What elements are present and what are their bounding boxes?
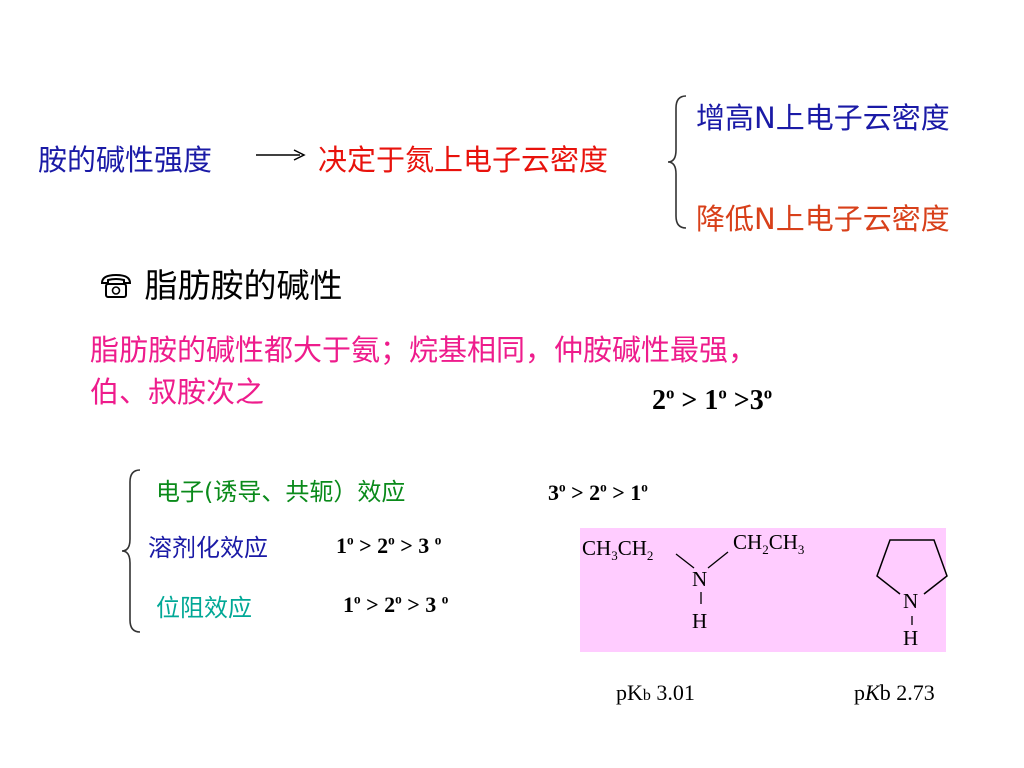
order-steric-a: 1 — [343, 592, 354, 617]
factor-electronic: 电子(诱导、共轭）效应 — [156, 478, 406, 506]
section-desc-line2: 伯、叔胺次之 — [90, 375, 265, 409]
branch-up-label: 增高N上电子云密度 — [696, 95, 950, 137]
degree-mark: o — [441, 591, 449, 607]
degree-mark: o — [395, 591, 402, 607]
factor-steric: 位阻效应 — [156, 594, 252, 622]
order-solvation: 1o > 2o > 3 o — [336, 533, 441, 559]
order-steric-c: > 3 — [401, 592, 442, 617]
order-main: 2o > 1o >3o — [652, 385, 772, 417]
degree-mark: o — [718, 383, 727, 403]
degree-mark: o — [600, 479, 607, 495]
order-electronic-c: > 1 — [606, 480, 642, 505]
branch-down-label: 降低N上电子云密度 — [696, 196, 950, 238]
order-solvation-a: 1 — [336, 533, 347, 558]
pkb-diethylamine: pKb 3.01 — [616, 680, 695, 705]
degree-mark: o — [559, 479, 566, 495]
pkb-pyrrolidine: pKb 2.73 — [854, 680, 935, 705]
diethylamine-left-group: CH3CH2 — [582, 536, 654, 564]
degree-mark: o — [641, 479, 648, 495]
diethylamine-n: N — [692, 567, 708, 591]
order-main-op1: > 1 — [674, 385, 719, 416]
diethylamine-h: H — [692, 609, 708, 633]
order-electronic: 3o > 2o > 1o — [548, 480, 648, 506]
degree-mark: o — [763, 383, 773, 403]
order-electronic-b: > 2 — [565, 480, 601, 505]
pyrrolidine-ring — [876, 539, 948, 625]
section-heading: 脂肪胺的碱性 — [98, 259, 343, 307]
order-main-a: 2 — [652, 385, 666, 416]
degree-mark: o — [666, 383, 675, 403]
order-solvation-b: > 2 — [353, 533, 389, 558]
section-desc-line1: 脂肪胺的碱性都大于氨；烷基相同，仲胺碱性最强， — [90, 333, 758, 367]
right-arrow-icon — [256, 149, 306, 161]
pyrrolidine-h: H — [903, 626, 919, 650]
order-electronic-a: 3 — [548, 480, 559, 505]
degree-mark: o — [388, 532, 395, 548]
brace-icon-factors — [121, 469, 141, 633]
order-steric: 1o > 2o > 3 o — [343, 592, 448, 618]
order-steric-b: > 2 — [360, 592, 396, 617]
pyrrolidine-n: N — [903, 589, 919, 613]
diethylamine-bonds — [675, 551, 729, 604]
brace-icon-top — [667, 95, 687, 229]
factor-solvation: 溶剂化效应 — [148, 534, 268, 562]
degree-mark: o — [434, 532, 442, 548]
order-solvation-c: > 3 — [394, 533, 435, 558]
middle-label: 决定于氮上电子云密度 — [318, 143, 609, 177]
branch-up-text: 增高N上电子云密度 — [696, 101, 950, 135]
telephone-icon — [100, 273, 132, 298]
left-label: 胺的碱性强度 — [38, 143, 213, 177]
section-title: 脂肪胺的碱性 — [144, 266, 343, 305]
order-main-op2: >3 — [726, 385, 764, 416]
branch-down-text: 降低N上电子云密度 — [696, 202, 950, 236]
degree-mark: o — [354, 591, 361, 607]
molecule-box — [580, 528, 946, 652]
diethylamine-right-group: CH2CH3 — [733, 530, 805, 558]
degree-mark: o — [347, 532, 354, 548]
